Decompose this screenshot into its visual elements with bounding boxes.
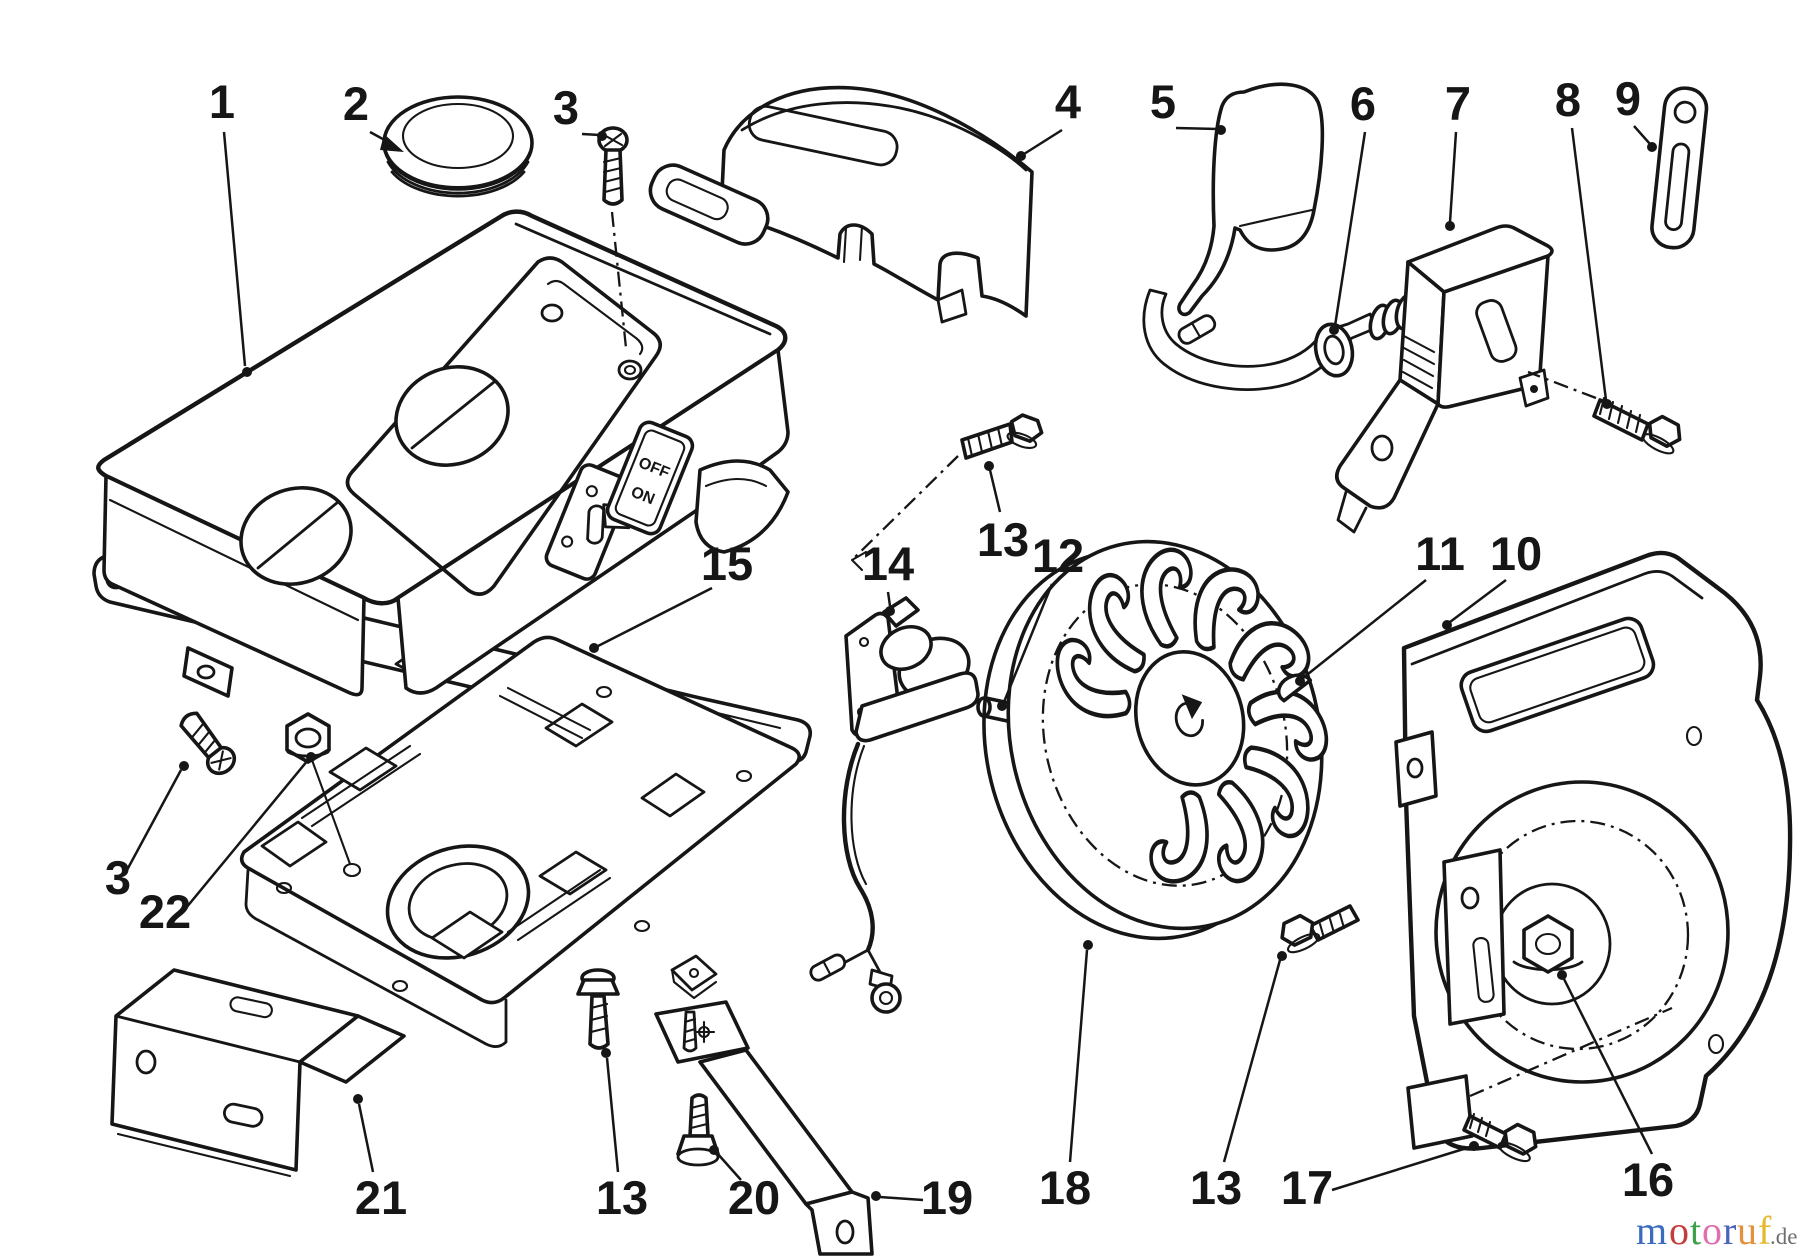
callout-6[interactable]: 6 <box>1329 77 1376 335</box>
callout-14[interactable]: 14 <box>862 537 914 616</box>
fuel-cap <box>382 95 534 198</box>
logo-letter: o <box>1702 1208 1722 1253</box>
ignition-coil <box>1335 224 1554 534</box>
callout-label: 20 <box>728 1171 780 1224</box>
callout-2[interactable]: 2 <box>343 77 404 152</box>
blower-housing <box>1394 550 1793 1151</box>
callout-label: 21 <box>355 1171 407 1224</box>
logo-letter: o <box>1669 1208 1689 1253</box>
callout-22[interactable]: 22 <box>139 752 316 938</box>
callout-label: 13 <box>1190 1161 1242 1214</box>
mount-bracket-21 <box>110 968 406 1178</box>
grommet <box>1313 322 1355 378</box>
callout-label: 11 <box>1415 527 1465 580</box>
screw-3-lower <box>179 711 237 776</box>
bolt-17 <box>1462 1112 1538 1163</box>
callout-12[interactable]: 12 <box>997 529 1084 711</box>
callout-label: 1 <box>209 75 235 128</box>
air-baffle <box>648 85 1034 324</box>
logo-letter: r <box>1723 1208 1736 1253</box>
motoruf-logo[interactable]: m o t o r u f .de <box>1636 1208 1797 1253</box>
callout-13c[interactable]: 13 <box>596 1048 648 1224</box>
callout-17[interactable]: 17 <box>1281 1141 1479 1214</box>
callout-label: 2 <box>343 77 369 130</box>
callout-20[interactable]: 20 <box>709 1145 780 1224</box>
logo-letter: f <box>1758 1208 1772 1253</box>
callout-label: 3 <box>105 851 131 904</box>
logo-letter: t <box>1690 1208 1701 1253</box>
callout-16[interactable]: 16 <box>1557 970 1674 1206</box>
stop-switch <box>809 596 980 1014</box>
callout-13a[interactable]: 13 <box>977 461 1029 566</box>
base-plate <box>239 635 801 1048</box>
callout-label: 3 <box>553 81 579 134</box>
logo-tld: .de <box>1770 1224 1797 1249</box>
bolt-13-bottom <box>576 954 718 1053</box>
wire-lead <box>1142 288 1378 391</box>
callout-11[interactable]: 11 <box>1295 527 1465 686</box>
callout-label: 19 <box>921 1171 973 1224</box>
bolt-13-top <box>850 413 1044 572</box>
callout-label: 13 <box>596 1171 648 1224</box>
flywheel <box>943 505 1373 972</box>
logo-letter: m <box>1636 1208 1667 1253</box>
onoff-label-plate: OFF ON <box>605 420 695 536</box>
callout-3b[interactable]: 3 <box>105 761 189 904</box>
callout-label: 15 <box>701 537 753 590</box>
callout-10[interactable]: 10 <box>1442 527 1542 630</box>
callout-8[interactable]: 8 <box>1555 73 1612 409</box>
callout-13b[interactable]: 13 <box>1190 951 1287 1214</box>
callout-label: 17 <box>1281 1161 1333 1214</box>
flange-nut-16 <box>1512 914 1584 974</box>
callout-label: 5 <box>1150 75 1176 128</box>
callout-label: 10 <box>1490 527 1542 580</box>
callout-label: 12 <box>1032 529 1084 582</box>
callout-18[interactable]: 18 <box>1039 940 1093 1214</box>
callout-label: 16 <box>1622 1153 1674 1206</box>
callout-label: 7 <box>1445 77 1471 130</box>
callout-21[interactable]: 21 <box>353 1094 407 1224</box>
callout-label: 18 <box>1039 1161 1091 1214</box>
callout-label: 9 <box>1615 72 1641 125</box>
callout-label: 8 <box>1555 73 1581 126</box>
callout-label: 13 <box>977 513 1029 566</box>
ground-bracket-19 <box>654 1000 874 1256</box>
screw-20 <box>676 1093 720 1167</box>
callout-4[interactable]: 4 <box>1016 75 1081 161</box>
callout-19[interactable]: 19 <box>871 1171 973 1224</box>
retainer-strap-9 <box>1650 86 1709 250</box>
callout-label: 4 <box>1055 75 1081 128</box>
callout-5[interactable]: 5 <box>1150 75 1226 135</box>
coil-bolt-8 <box>1527 370 1682 455</box>
callout-7[interactable]: 7 <box>1445 77 1471 231</box>
logo-letter: u <box>1737 1208 1757 1253</box>
callout-label: 14 <box>862 537 914 590</box>
fuel-tank-cover: OFF ON <box>96 209 790 698</box>
callout-15[interactable]: 15 <box>589 537 753 653</box>
callout-label: 6 <box>1350 77 1376 130</box>
callout-1[interactable]: 1 <box>209 75 252 377</box>
callout-label: 22 <box>139 885 191 938</box>
bolt-13-right <box>1280 904 1360 954</box>
callout-3[interactable]: 3 <box>553 81 607 141</box>
callout-9[interactable]: 9 <box>1615 72 1657 152</box>
spark-plug-boot <box>1177 82 1325 317</box>
